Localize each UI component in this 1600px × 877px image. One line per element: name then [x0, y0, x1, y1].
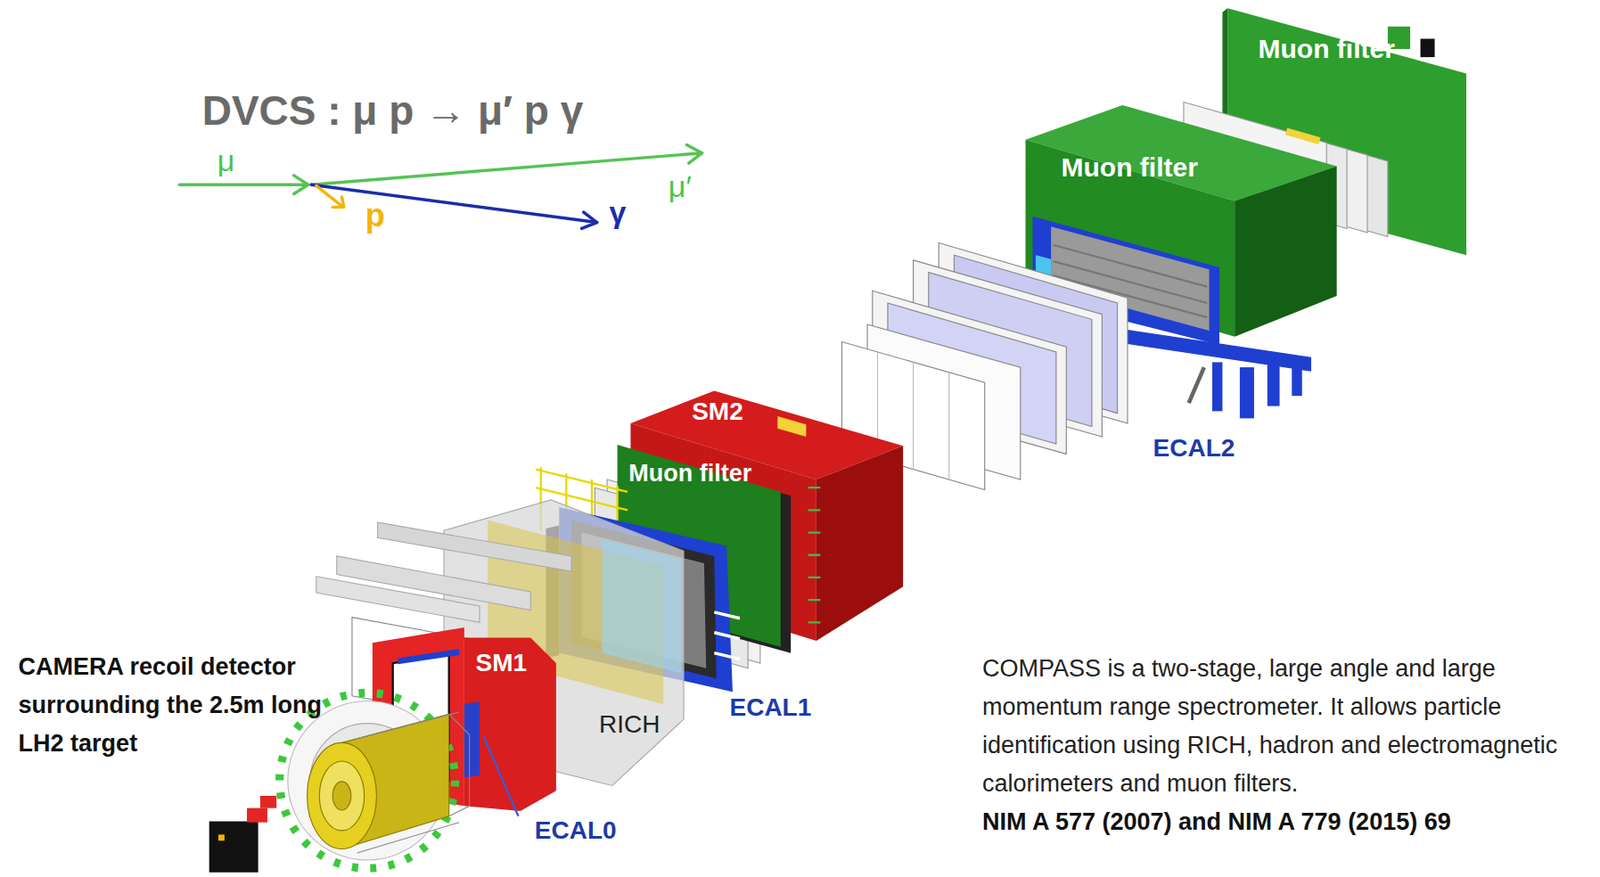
tracking-chambers-far-part — [1285, 128, 1322, 145]
camera-recoil-detector — [279, 692, 470, 869]
photon-label: γ — [608, 195, 626, 230]
sm1-magnet-part — [464, 637, 557, 812]
reaction-arrows-part — [294, 175, 309, 195]
reaction-arrows-part — [179, 182, 306, 186]
reaction-arrows-part — [316, 185, 343, 206]
ecal2-calorimeter-part — [1212, 361, 1223, 411]
reaction-arrows-part — [582, 212, 598, 229]
reaction-arrows-part — [332, 196, 345, 207]
muon-filter-label: Muon filter — [1061, 148, 1215, 187]
ecal2-calorimeter-part — [1189, 367, 1205, 403]
sm1-magnet-part — [397, 648, 460, 665]
target-note: CAMERA recoil detector surrounding the 2… — [18, 648, 353, 764]
camera-recoil-detector-part — [307, 742, 378, 849]
reaction-arrows-part — [311, 153, 702, 185]
camera-recoil-detector-part — [332, 781, 352, 811]
magnet-label: SM2 — [691, 397, 744, 427]
reaction-title: DVCS : μ p → μ′ p γ — [202, 87, 584, 135]
ecal2-calorimeter-part — [1291, 359, 1302, 396]
reaction-arrows-part — [686, 145, 702, 165]
muon-filter-label: Muon filter — [628, 455, 753, 492]
scattered-muon-label: μ′ — [668, 169, 692, 205]
muon-label: μ — [217, 143, 236, 179]
ecal2-calorimeter-part — [1267, 363, 1280, 407]
beam-line-block-part — [209, 821, 259, 873]
reaction-arrows-part — [311, 184, 598, 222]
sm2-magnet-part — [816, 445, 903, 641]
beam-line-block-part — [218, 834, 225, 841]
muon-filter-label: Muon filter — [1258, 30, 1411, 68]
description-block: COMPASS is a two-stage, large angle and … — [982, 649, 1589, 842]
proton-label: p — [365, 196, 386, 234]
camera-recoil-detector-part — [279, 692, 456, 869]
calorimeter-label: ECAL1 — [730, 693, 813, 723]
rich-detector-part — [601, 538, 682, 673]
upstream-trackers-part — [316, 576, 480, 624]
rich-label: RICH — [598, 710, 660, 739]
ecal0-calorimeter-part — [484, 737, 519, 817]
beam-line-block-part — [260, 795, 277, 809]
description-text: COMPASS is a two-stage, large angle and … — [982, 649, 1589, 804]
camera-recoil-detector-part — [319, 761, 364, 831]
muon-filter-block-part — [1234, 166, 1337, 337]
ecal1-calorimeter-part — [713, 612, 740, 660]
magnet-label: SM1 — [475, 648, 527, 678]
sm2-magnet-part — [777, 416, 806, 437]
ecal0-calorimeter — [464, 702, 519, 817]
reference-text: NIM A 577 (2007) and NIM A 779 (2015) 69 — [982, 803, 1589, 842]
upstream-trackers-part — [377, 522, 573, 572]
beam-line-block-part — [246, 808, 268, 823]
beam-line-block — [209, 795, 278, 873]
sm2-magnet-part — [808, 487, 821, 623]
ecal2-calorimeter-part — [1239, 367, 1255, 419]
calorimeter-label: ECAL2 — [1153, 434, 1236, 463]
calorimeter-label: ECAL0 — [534, 816, 617, 846]
ecal0-calorimeter-part — [464, 702, 480, 779]
muon-filter-far-part — [1420, 39, 1436, 58]
